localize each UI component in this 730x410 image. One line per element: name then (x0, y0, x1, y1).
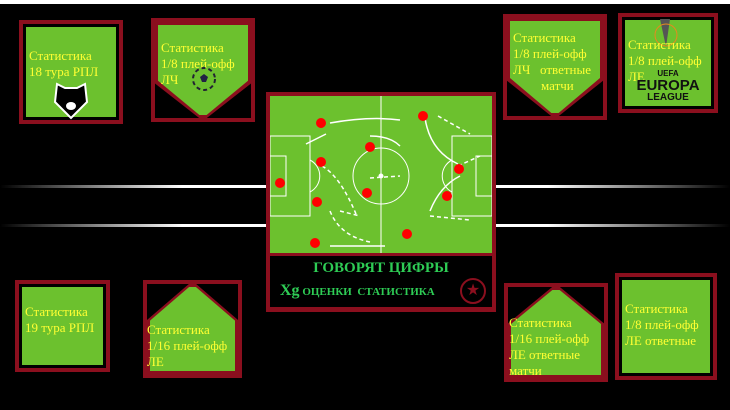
champions-league-logo (192, 67, 216, 91)
tile-text: 1/16 плей-офф (147, 338, 228, 353)
tile-text: 18 тура РПЛ (29, 64, 99, 79)
top-border (0, 0, 730, 4)
tile-text: ЛЕ ответные (625, 333, 696, 348)
tile-text: 19 тура РПЛ (25, 320, 95, 335)
caption-box: ГОВОРЯТ ЦИФРЫ Xg ОЦЕНКИ СТАТИСТИКА ★ (270, 256, 492, 307)
panel-title: ГОВОРЯТ ЦИФРЫ (313, 260, 449, 276)
subtitle-text: ОЦЕНКИ СТАТИСТИКА (302, 286, 435, 298)
europa-league-logo (654, 19, 678, 47)
tile-text: 1/8 плей-офф (161, 56, 235, 71)
panel-subtitle: Xg ОЦЕНКИ СТАТИСТИКА (280, 282, 435, 300)
tile-text: Статистика (509, 315, 572, 330)
tile-text: Статистика (625, 301, 688, 316)
center-panel[interactable]: ГОВОРЯТ ЦИФРЫ Xg ОЦЕНКИ СТАТИСТИКА ★ (266, 92, 496, 312)
tile-text: 1/8 плей-офф (513, 46, 587, 61)
tile-text: Статистика (161, 40, 224, 55)
football-pitch-diagram (270, 96, 492, 253)
tile-text: 1/8 плей-офф (625, 317, 699, 332)
tile-text: ЛЕ (147, 354, 164, 369)
tile-text: матчи (509, 363, 542, 378)
tile-text: ЛЕ ответные (509, 347, 580, 362)
star-icon: ★ (460, 278, 486, 304)
tile-text: Статистика (513, 30, 576, 45)
tile-text: ЛЕ (628, 69, 645, 84)
tile-text: Статистика (147, 322, 210, 337)
tile-text: Статистика (628, 37, 691, 52)
tile-text: 1/16 плей-офф (509, 331, 590, 346)
xg-label: Xg (280, 282, 300, 299)
tile-text: Статистика (25, 304, 88, 319)
rpl-bear-logo (53, 82, 89, 120)
tile-text: матчи (541, 78, 574, 93)
tile-text: Статистика (29, 48, 92, 63)
tile-text: 1/8 плей-офф (628, 53, 702, 68)
tile-text: ЛЧ ответные (513, 62, 591, 77)
tile-text: ЛЧ (161, 72, 179, 87)
